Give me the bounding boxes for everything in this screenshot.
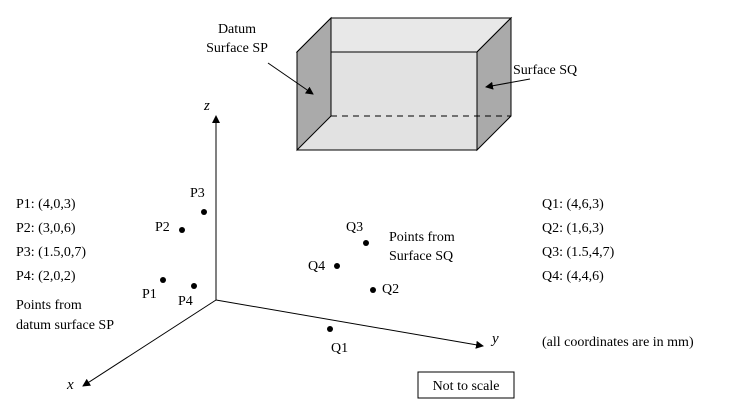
datum-surface-arrow <box>267 62 314 95</box>
q-list-item-1: Q1: (4,6,3) <box>542 197 604 212</box>
point-q3 <box>363 240 369 246</box>
point-p1 <box>160 277 166 283</box>
point-p3-label: P3 <box>190 186 205 201</box>
y-axis-label: y <box>490 331 499 347</box>
point-q4-label: Q4 <box>308 259 325 274</box>
p-points: P1 P2 P3 P4 <box>142 186 207 309</box>
point-q1-label: Q1 <box>331 341 348 356</box>
point-q4 <box>334 263 340 269</box>
q-group-caption-line1: Points from <box>389 230 455 245</box>
point-p1-label: P1 <box>142 287 157 302</box>
rectangular-block <box>295 16 513 152</box>
coordinate-axes: z y x <box>66 98 499 393</box>
p-group-caption-line2: datum surface SP <box>16 318 114 333</box>
y-axis <box>215 299 484 349</box>
p-list-item-3: P3: (1.5,0,7) <box>16 245 86 260</box>
datum-surface-label-line1: Datum <box>218 22 256 37</box>
point-q3-label: Q3 <box>346 220 363 235</box>
q-list-item-2: Q2: (1,6,3) <box>542 221 604 236</box>
surface-sq-arrow <box>485 78 531 90</box>
point-p2-label: P2 <box>155 220 170 235</box>
p-group-caption-line1: Points from <box>16 298 82 313</box>
p-list-item-2: P2: (3,0,6) <box>16 221 76 236</box>
q-coordinate-list: Q1: (4,6,3) Q2: (1,6,3) Q3: (1.5,4,7) Q4: (… <box>542 197 615 284</box>
point-p2 <box>179 227 185 233</box>
point-p4-label: P4 <box>178 294 193 309</box>
point-q1 <box>327 326 333 332</box>
point-p4 <box>191 283 197 289</box>
point-q2-label: Q2 <box>382 282 399 297</box>
q-list-item-3: Q3: (1.5,4,7) <box>542 245 615 260</box>
surface-sq-label: Surface SQ <box>513 63 577 78</box>
scale-note: Not to scale <box>433 379 500 394</box>
datum-surface-label-line2: Surface SP <box>206 41 268 56</box>
q-list-item-4: Q4: (4,4,6) <box>542 269 604 284</box>
q-group-caption-line2: Surface SQ <box>389 249 453 264</box>
q-points: Q1 Q2 Q3 Q4 <box>308 220 399 356</box>
point-q2 <box>370 287 376 293</box>
x-axis-label: x <box>66 377 74 393</box>
point-p3 <box>201 209 207 215</box>
p-coordinate-list: P1: (4,0,3) P2: (3,0,6) P3: (1.5,0,7) P4: (… <box>16 197 86 284</box>
p-list-item-4: P4: (2,0,2) <box>16 269 76 284</box>
p-list-item-1: P1: (4,0,3) <box>16 197 76 212</box>
units-note: (all coordinates are in mm) <box>542 335 694 350</box>
z-axis-label: z <box>203 98 210 114</box>
scale-note-box <box>417 371 515 399</box>
x-axis <box>82 299 217 387</box>
